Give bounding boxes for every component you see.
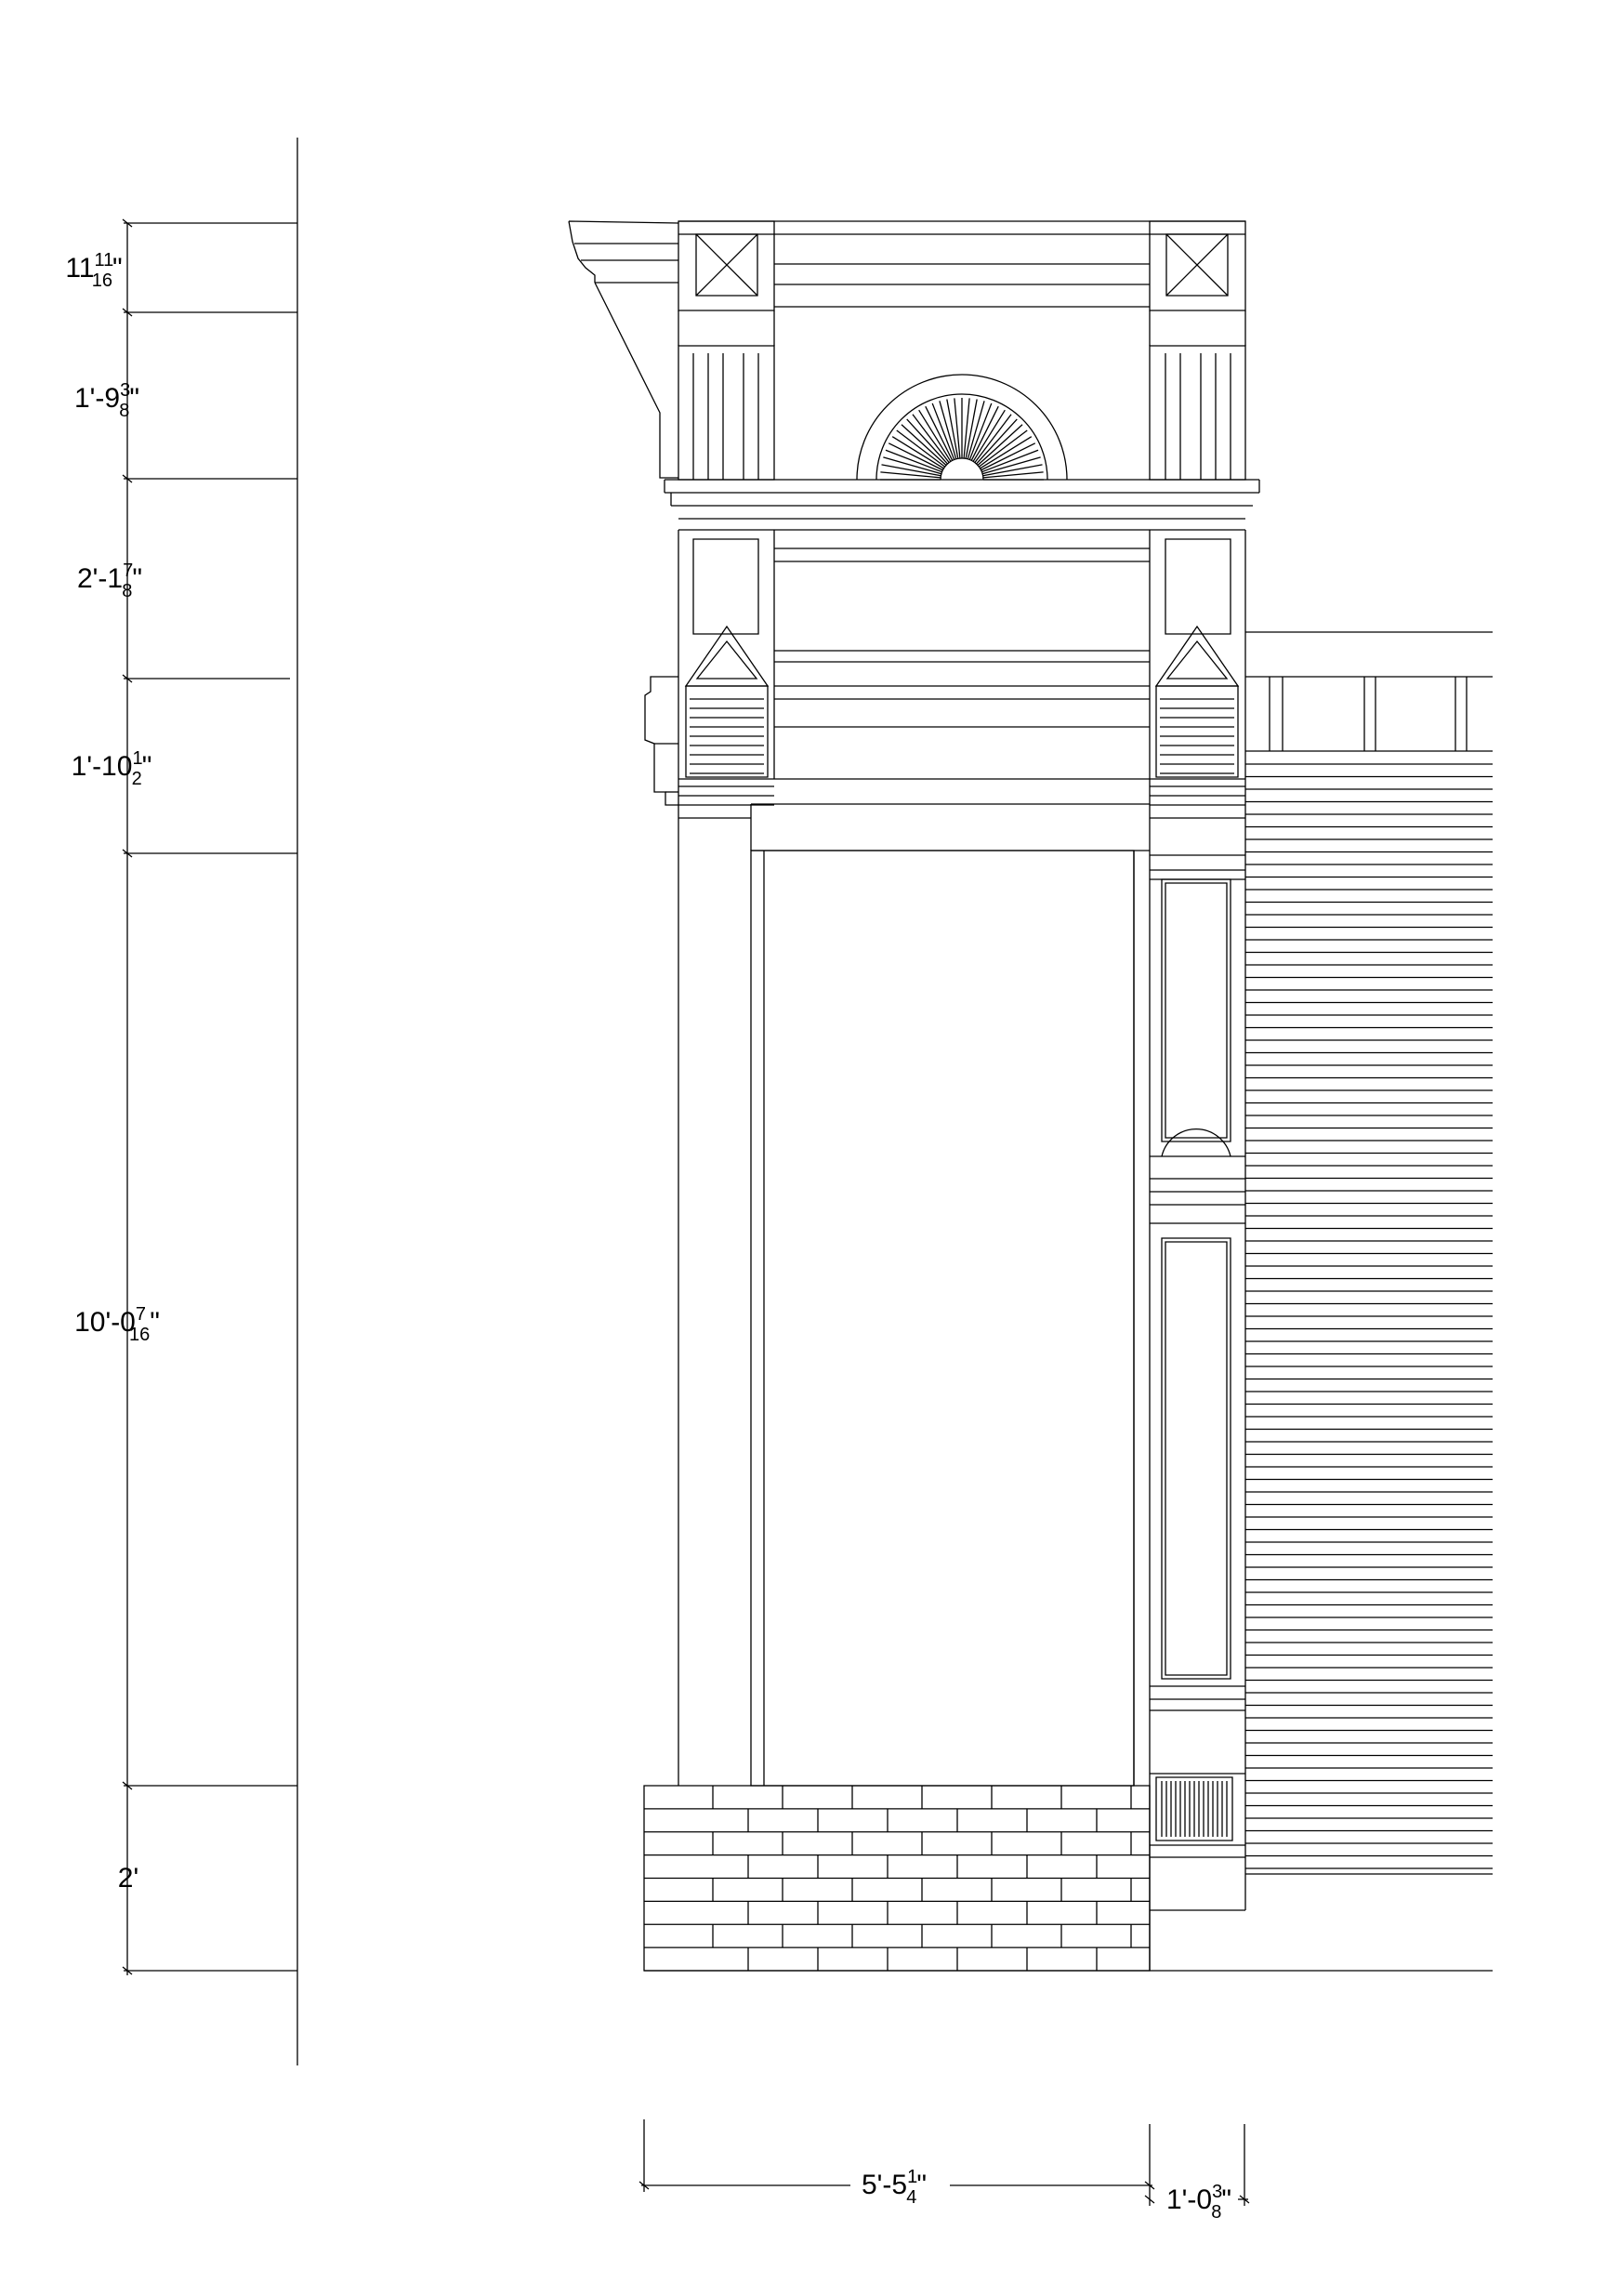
pilaster-base-flutes [1162,1781,1227,1837]
clapboard-siding [1245,764,1493,1868]
sunburst-ornament [880,398,1044,480]
cornice-bracket-left [569,221,678,478]
horizontal-dimension-string [639,2119,1249,2206]
vertical-dimension-string [123,138,297,2065]
bracket-slats [690,699,1234,773]
facade-structure [644,221,1493,1971]
dim-label-6: 2' [118,1863,138,1894]
brick-bulkhead [644,1786,1150,1971]
